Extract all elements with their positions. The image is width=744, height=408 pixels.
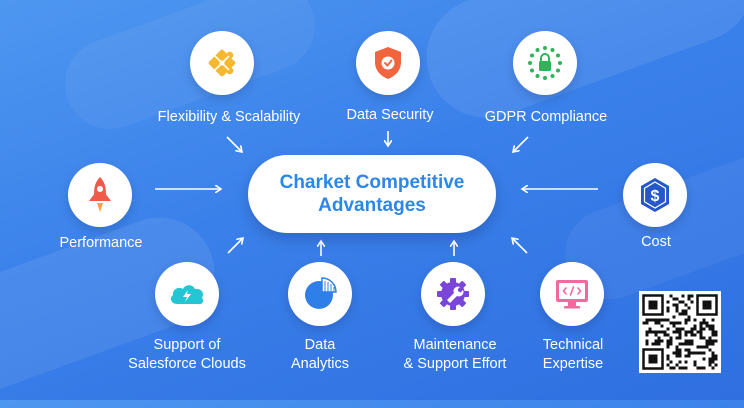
gdpr-node — [513, 31, 577, 95]
arrow-salesforce — [227, 238, 243, 254]
cloud-bolt-icon — [170, 285, 204, 305]
analytics-node — [288, 262, 352, 326]
technical-label-line2: Expertise — [542, 356, 604, 372]
technical-node — [540, 262, 604, 326]
arrow-gdpr — [513, 136, 529, 152]
center-node: Charket Competitive Advantages — [248, 155, 496, 233]
dollar-badge-icon: $ — [641, 178, 669, 212]
maintenance-node — [421, 262, 485, 326]
salesforce-label: Support of Salesforce Clouds — [128, 336, 246, 374]
salesforce-label-line2: Salesforce Clouds — [128, 356, 246, 372]
code-monitor-icon — [556, 280, 588, 309]
qr-code-icon — [639, 291, 721, 373]
puzzle-icon — [208, 49, 236, 77]
salesforce-node — [155, 262, 219, 326]
technical-label-line1: Technical — [542, 337, 604, 353]
maintenance-label-line1: Maintenance — [413, 337, 497, 353]
flexibility-label: Flexibility & Scalability — [157, 109, 301, 125]
flexibility-node — [190, 31, 254, 95]
cost-node: $ — [623, 163, 687, 227]
technical-label: Technical Expertise — [543, 336, 603, 374]
maintenance-label-line2: & Support Effort — [403, 356, 507, 372]
security-label: Data Security — [346, 107, 434, 123]
svg-text:$: $ — [651, 188, 660, 205]
cost-label: Cost — [641, 234, 671, 250]
maintenance-label: Maintenance & Support Effort — [404, 336, 507, 374]
center-title: Charket Competitive Advantages — [279, 172, 465, 216]
rocket-icon — [89, 177, 111, 212]
arrow-flexibility — [226, 136, 242, 152]
gear-wrench-icon — [437, 278, 469, 310]
qr-code-graphic — [642, 294, 718, 370]
shield-check-icon — [375, 47, 401, 79]
performance-node — [68, 163, 132, 227]
analytics-label: Data Analytics — [291, 336, 349, 374]
performance-label: Performance — [59, 235, 143, 251]
analytics-label-line1: Data — [304, 337, 336, 353]
salesforce-label-line1: Support of — [153, 337, 221, 353]
analytics-label-line2: Analytics — [290, 356, 350, 372]
eu-lock-icon — [528, 46, 562, 80]
arrow-technical — [512, 238, 528, 254]
pie-chart-icon — [305, 277, 337, 309]
gdpr-label: GDPR Compliance — [484, 109, 608, 125]
security-node — [356, 31, 420, 95]
